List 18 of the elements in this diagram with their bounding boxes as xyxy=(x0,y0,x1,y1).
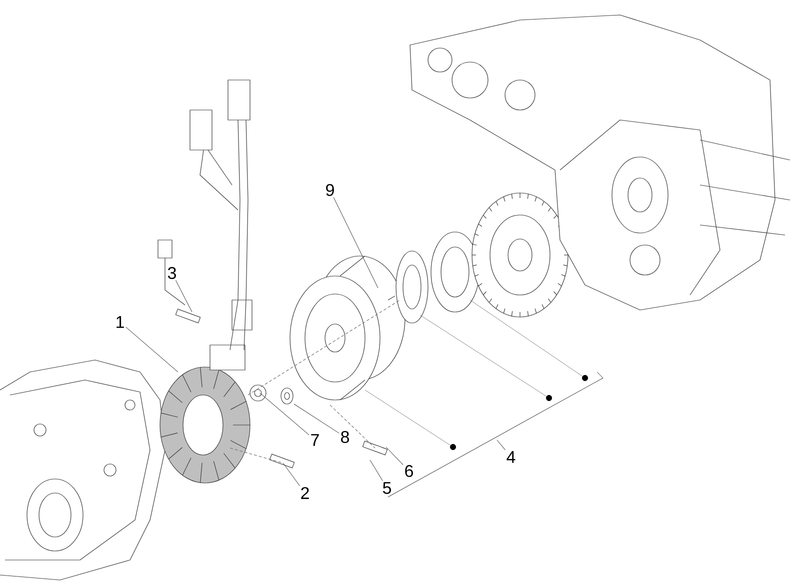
leader-line xyxy=(175,280,192,312)
callout-number: 5 xyxy=(382,482,392,494)
leader-line xyxy=(260,392,310,436)
leader-line xyxy=(126,326,178,372)
leader-line xyxy=(370,460,383,482)
leader-line xyxy=(496,440,506,450)
leader-line xyxy=(386,446,404,466)
callout-number: 1 xyxy=(116,316,124,328)
callout-number: 9 xyxy=(326,184,334,196)
callout-number: 3 xyxy=(168,266,176,280)
callout-number: 6 xyxy=(405,464,413,478)
callout-number: 8 xyxy=(341,430,349,444)
callout-number: 7 xyxy=(311,434,319,446)
leader-line xyxy=(282,462,300,486)
callout-number: 2 xyxy=(301,487,309,499)
leader-line xyxy=(294,404,340,434)
leader-line xyxy=(333,196,378,288)
callout-number: 4 xyxy=(506,451,516,463)
